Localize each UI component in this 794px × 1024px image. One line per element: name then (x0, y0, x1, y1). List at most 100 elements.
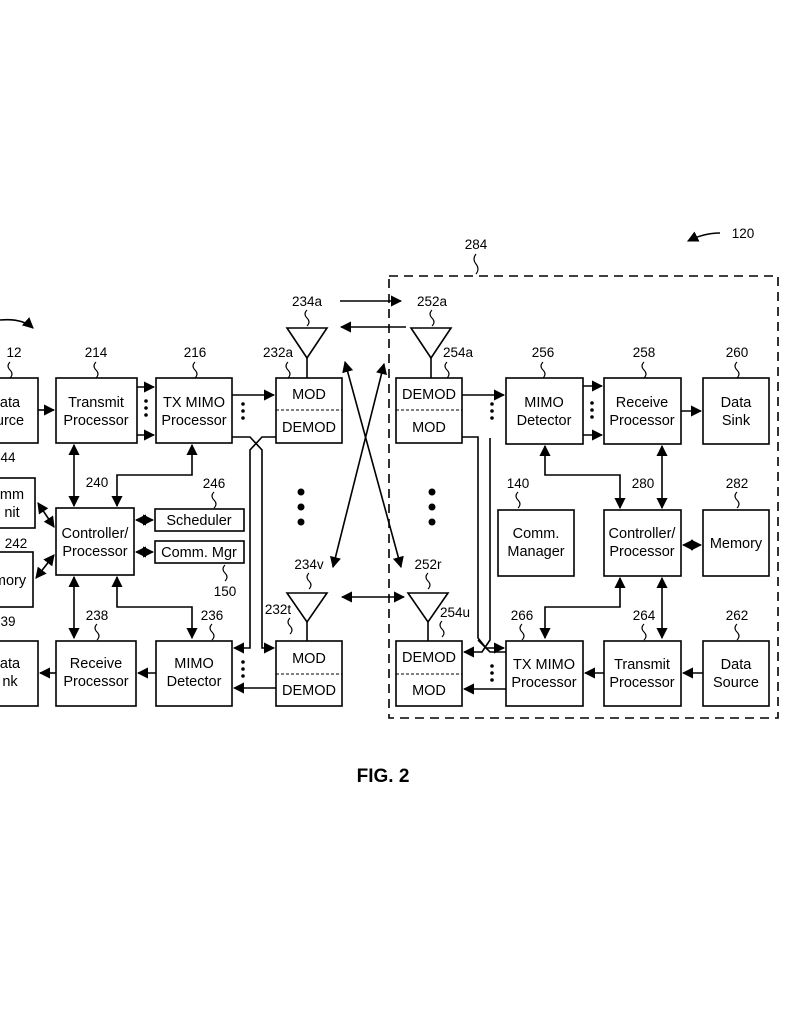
ref-120-pointer (686, 231, 721, 242)
left-comm-mgr: Comm. Mgr (154, 540, 245, 564)
ref-262: 262 (726, 608, 749, 623)
ref-238: 238 (86, 608, 109, 623)
ref-280: 280 (632, 476, 655, 491)
svg-text:Processor: Processor (511, 675, 576, 691)
antenna-252a (409, 327, 453, 378)
ref-254a: 254a (443, 345, 474, 360)
right-tx-mimo-processor: TX MIMO Processor (505, 640, 584, 707)
svg-text:MOD: MOD (292, 651, 326, 667)
svg-text:Data: Data (721, 395, 753, 411)
svg-text:ata: ata (0, 656, 21, 672)
left-comm-unit: mm nit (0, 477, 36, 529)
ref-284-leader (473, 253, 479, 275)
svg-text:Controller/: Controller/ (609, 526, 677, 542)
svg-text:Memory: Memory (710, 536, 763, 552)
link-234a-252r (342, 360, 404, 569)
dots-right-mimo (590, 401, 594, 419)
ref-254u: 254u (440, 605, 470, 620)
svg-text:mory: mory (0, 573, 27, 589)
svg-text:Processor: Processor (609, 544, 674, 560)
left-scheduler: Scheduler (154, 508, 245, 532)
svg-text:Manager: Manager (507, 544, 564, 560)
svg-text:Controller/: Controller/ (62, 526, 130, 542)
ref-239: 39 (0, 614, 15, 629)
svg-text:MOD: MOD (412, 420, 446, 436)
ref-240: 240 (86, 475, 109, 490)
ref-242: 242 (5, 536, 28, 551)
ref-234a: 234a (292, 294, 323, 309)
svg-text:Detector: Detector (167, 674, 222, 690)
svg-text:MIMO: MIMO (524, 395, 563, 411)
ref-150: 150 (214, 584, 237, 599)
svg-text:Sink: Sink (722, 413, 751, 429)
left-data-source: ata urce (0, 377, 39, 444)
ref-252a: 252a (417, 294, 448, 309)
left-modem-232t: MOD DEMOD (275, 640, 343, 707)
ref-216: 216 (184, 345, 207, 360)
ref-214: 214 (85, 345, 108, 360)
left-data-sink: ata nk (0, 640, 39, 707)
svg-text:MOD: MOD (412, 683, 446, 699)
svg-text:Processor: Processor (63, 413, 128, 429)
svg-text:Processor: Processor (62, 544, 127, 560)
ref-252r: 252r (414, 557, 442, 572)
right-controller-processor: Controller/ Processor (603, 509, 682, 577)
svg-text:nit: nit (4, 505, 19, 521)
ref-260: 260 (726, 345, 749, 360)
ref-282: 282 (726, 476, 749, 491)
right-transmit-processor: Transmit Processor (603, 640, 682, 707)
antenna-252r (406, 592, 450, 642)
svg-text:MIMO: MIMO (174, 656, 213, 672)
svg-text:Data: Data (721, 657, 753, 673)
dots-right-mod (490, 664, 494, 682)
ref-120: 120 (732, 226, 755, 241)
ref-284: 284 (465, 237, 488, 252)
svg-text:Transmit: Transmit (614, 657, 670, 673)
right-memory: Memory (702, 509, 770, 577)
ref-110-pointer (0, 317, 34, 329)
right-mimo-detector: MIMO Detector (505, 377, 584, 445)
left-memory: mory (0, 551, 34, 608)
svg-text:TX MIMO: TX MIMO (163, 395, 225, 411)
figure-label: FIG. 2 (357, 766, 410, 787)
ref-266: 266 (511, 608, 534, 623)
svg-text:Receive: Receive (616, 395, 668, 411)
antenna-234v (285, 592, 329, 642)
right-comm-manager: Comm. Manager (497, 509, 575, 577)
ref-236: 236 (201, 608, 224, 623)
svg-text:Comm.: Comm. (513, 526, 560, 542)
ref-232a: 232a (263, 345, 294, 360)
ref-256: 256 (532, 345, 555, 360)
svg-text:DEMOD: DEMOD (402, 387, 456, 403)
left-mimo-detector: MIMO Detector (155, 640, 233, 707)
svg-text:Transmit: Transmit (68, 395, 124, 411)
antenna-ellipsis-left (297, 488, 305, 526)
ref-212: 12 (6, 345, 21, 360)
dots-left-mod (241, 402, 245, 420)
svg-text:TX MIMO: TX MIMO (513, 657, 575, 673)
ref-258: 258 (633, 345, 656, 360)
svg-text:DEMOD: DEMOD (282, 683, 336, 699)
svg-text:Processor: Processor (161, 413, 226, 429)
right-data-source: Data Source (702, 640, 770, 707)
right-modem-254u: DEMOD MOD (395, 640, 463, 707)
dots-left-tx (144, 399, 148, 417)
svg-text:Receive: Receive (70, 656, 122, 672)
antenna-ellipsis-right (428, 488, 436, 526)
svg-text:urce: urce (0, 413, 24, 429)
dots-right-demod (490, 402, 494, 420)
right-modem-254a: DEMOD MOD (395, 377, 463, 444)
antenna-234a (285, 327, 329, 378)
svg-text:Processor: Processor (609, 413, 674, 429)
right-receive-processor: Receive Processor (603, 377, 682, 445)
svg-text:Scheduler: Scheduler (166, 513, 231, 529)
svg-text:ata: ata (0, 395, 21, 411)
svg-text:Detector: Detector (517, 413, 572, 429)
svg-text:DEMOD: DEMOD (402, 650, 456, 666)
svg-text:nk: nk (2, 674, 18, 690)
svg-text:Source: Source (713, 675, 759, 691)
svg-text:MOD: MOD (292, 387, 326, 403)
svg-text:mm: mm (0, 487, 24, 503)
left-transmit-processor: Transmit Processor (55, 377, 138, 444)
